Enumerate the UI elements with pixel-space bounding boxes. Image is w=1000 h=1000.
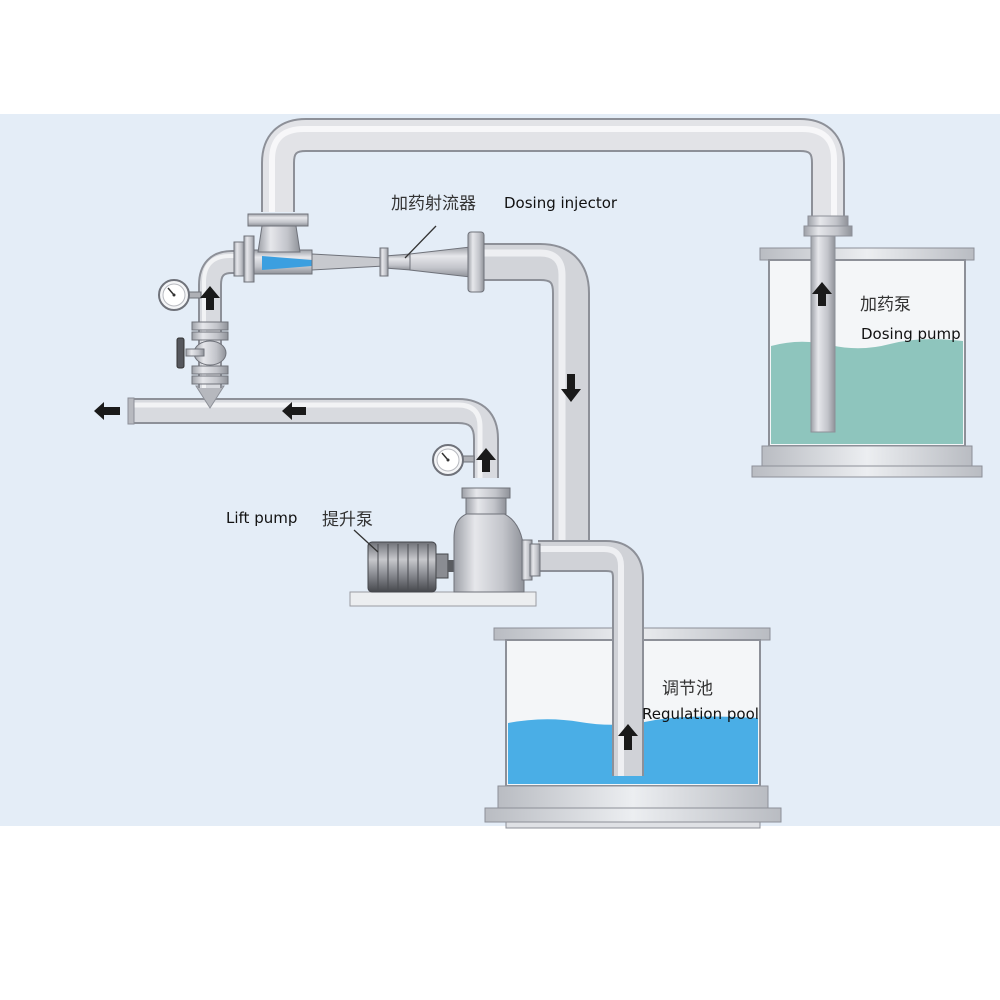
dosing-injector-label-cn: 加药射流器 (391, 194, 476, 214)
pressure-gauge-right (432, 444, 475, 476)
lift-pump-leader-line (353, 529, 379, 553)
pump-skid (349, 591, 537, 607)
pool-suction-pipe (538, 540, 644, 776)
downcomer-pipe (484, 243, 590, 558)
regulation-pool-label-cn: 调节池 (662, 679, 713, 699)
lift-pump-label-cn: 提升泵 (322, 510, 373, 530)
flange-upper-2 (191, 331, 229, 341)
pool-base (484, 807, 782, 823)
dosing-pump-label-cn: 加药泵 (860, 295, 911, 315)
dosing-injector (233, 213, 485, 293)
arrow-outlet-left (94, 402, 120, 420)
flange-lower-2 (191, 375, 229, 385)
pressure-gauge-left (158, 279, 202, 311)
injector-leader-line (404, 225, 437, 259)
main-line-pipe (132, 398, 499, 478)
flange-upper (191, 321, 229, 331)
main-line-end (127, 397, 135, 425)
dosing-tank-rim (759, 247, 975, 261)
arrow-pool-suction-up (618, 724, 638, 750)
flange-lower (191, 365, 229, 375)
arrow-injector-inlet-up (200, 286, 220, 310)
gate-valve (176, 337, 227, 369)
dosing-suction-pipe (803, 215, 853, 433)
valve-handwheel (176, 337, 185, 369)
arrow-downcomer-down (561, 374, 581, 402)
arrow-lift-pump-riser-up (476, 448, 496, 472)
arrow-main-line-left (282, 402, 306, 420)
injector-outlet-flange (467, 231, 485, 293)
dosing-pump-tank (751, 247, 983, 478)
dosing-tank-base-top (761, 445, 973, 467)
pool-foot (505, 821, 761, 829)
lift-pump-label-en: Lift pump (226, 509, 297, 527)
injector-nozzle (262, 256, 312, 270)
top-pipe (261, 118, 845, 218)
injector-feed-pipe (198, 250, 244, 388)
pump-volute (453, 511, 525, 593)
lift-pump (349, 487, 541, 607)
arrow-dosing-pump-up (812, 282, 832, 306)
pool-base-top (497, 785, 769, 809)
dosing-liquid (771, 339, 963, 444)
dosing-pump-label-en: Dosing pump (861, 325, 961, 343)
dosing-tank-base (751, 465, 983, 478)
regulation-pool-label-en: Regulation pool (642, 705, 759, 723)
dosing-injector-label-en: Dosing injector (504, 194, 618, 212)
flow-arrows (94, 282, 832, 750)
